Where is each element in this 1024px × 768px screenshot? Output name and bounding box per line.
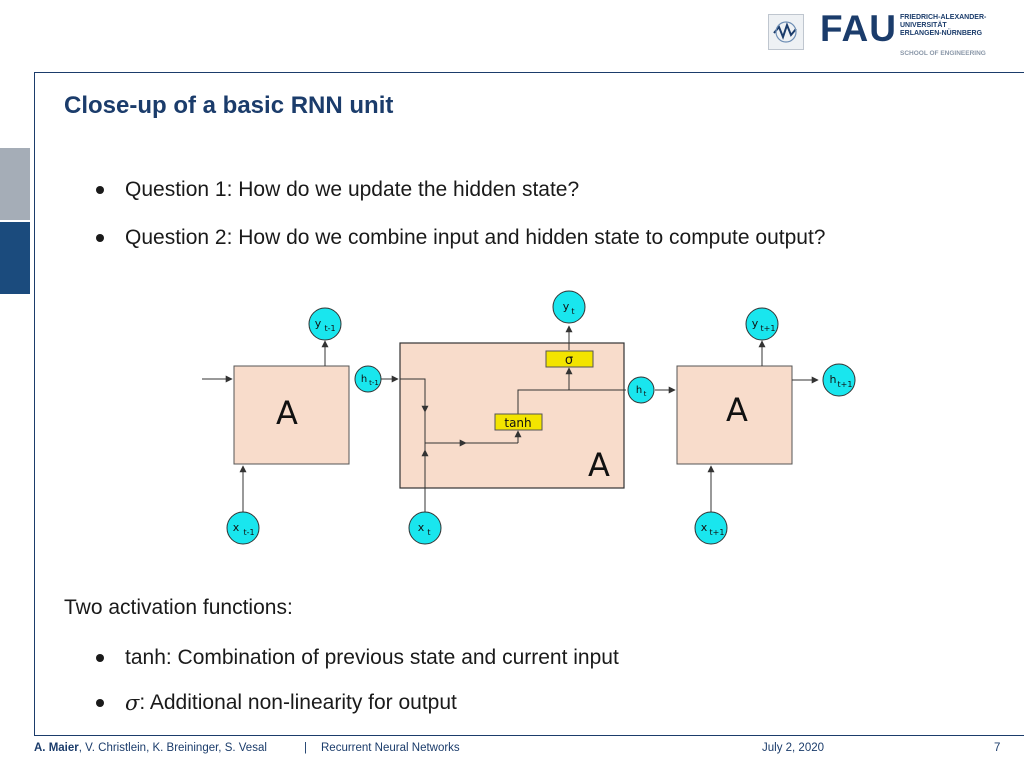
slide-header: FAU FRIEDRICH-ALEXANDER- UNIVERSITÄT ERL… (0, 0, 1024, 72)
footer-authors: A. Maier, V. Christlein, K. Breininger, … (34, 742, 267, 754)
node-subscript: t-1 (324, 324, 335, 333)
node-label: h (830, 373, 837, 386)
connection-lines (202, 325, 819, 515)
footer-page-number: 7 (994, 742, 1001, 754)
rnn-block-left (233, 365, 350, 465)
node-subscript: t (427, 528, 430, 537)
node-subscript: t+1 (838, 380, 853, 389)
node-subscript: t-1 (243, 528, 254, 537)
university-line: FRIEDRICH-ALEXANDER- (900, 14, 987, 21)
bullet-icon (96, 699, 104, 707)
tanh-gate (494, 413, 543, 431)
tanh-out (517, 389, 626, 414)
slide-title: Close-up of a basic RNN unit (64, 92, 394, 119)
slide-footer: A. Maier, V. Christlein, K. Breininger, … (34, 742, 1014, 758)
sigma-symbol: σ (125, 691, 140, 715)
list-item: Question 2: How do we combine input and … (96, 226, 825, 250)
footer-authors-rest: , V. Christlein, K. Breininger, S. Vesal (78, 742, 267, 754)
node-label: y (752, 317, 759, 330)
node-subscript: t (571, 307, 574, 316)
block-label-center: A (588, 446, 610, 484)
footer-course: Recurrent Neural Networks (321, 742, 460, 754)
bullet-text: Question 1: How do we update the hidden … (125, 178, 580, 201)
footer-separator: | (304, 742, 307, 754)
node-label: x (701, 521, 708, 534)
node-label: y (563, 300, 570, 313)
node-label: x (418, 521, 425, 534)
bullet-icon (96, 234, 104, 242)
node-subscript: t+1 (710, 528, 725, 537)
side-tab-blue (0, 222, 30, 294)
node-x-curr: x t (408, 511, 442, 545)
list-item: σ : Additional non-linearity for output (96, 691, 457, 715)
node-label: h (636, 385, 642, 396)
node-h-prev: h t-1 (354, 365, 382, 393)
university-name: FRIEDRICH-ALEXANDER- UNIVERSITÄT ERLANGE… (900, 14, 1020, 38)
slide-frame (34, 72, 1024, 736)
bullet-icon (96, 186, 104, 194)
sigma-gate (545, 350, 594, 368)
bullet-icon (96, 654, 104, 662)
node-subscript: t-1 (369, 379, 379, 387)
node-label: h (361, 374, 367, 385)
node-subscript: t (644, 390, 647, 398)
node-h-next: h t+1 (822, 363, 856, 397)
rnn-block-right (676, 365, 793, 465)
block-label-right: A (726, 391, 748, 429)
fau-emblem-icon (768, 14, 804, 50)
block-label-left: A (276, 394, 298, 432)
fau-logo-wordmark: FAU (820, 8, 897, 49)
node-label: x (233, 521, 240, 534)
list-item: Question 1: How do we update the hidden … (96, 178, 579, 202)
university-line: ERLANGEN-NÜRNBERG (900, 30, 983, 37)
bullet-text: : Additional non-linearity for output (139, 691, 457, 714)
node-h-curr: h t (627, 376, 655, 404)
node-y-curr: y t (552, 290, 586, 324)
bullet-text: Question 2: How do we combine input and … (125, 226, 826, 249)
node-y-next: y t+1 (745, 307, 779, 341)
node-x-prev: x t-1 (226, 511, 260, 545)
sigma-gate-label: σ (565, 353, 573, 368)
bullet-text: tanh: Combination of previous state and … (125, 646, 619, 669)
h-internal-path (400, 378, 426, 443)
section-label: Two activation functions: (64, 596, 293, 619)
node-label: y (315, 317, 322, 330)
tanh-gate-label: tanh (504, 416, 531, 430)
footer-date: July 2, 2020 (762, 742, 825, 754)
university-line: UNIVERSITÄT (900, 22, 947, 29)
fau-emblem-graphic (773, 21, 797, 43)
node-x-next: x t+1 (694, 511, 728, 545)
node-y-prev: y t-1 (308, 307, 342, 341)
school-name: SCHOOL OF ENGINEERING (900, 50, 986, 57)
side-tab-grey (0, 148, 30, 220)
list-item: tanh: Combination of previous state and … (96, 646, 619, 670)
node-subscript: t+1 (761, 324, 776, 333)
footer-author-main: A. Maier (34, 742, 79, 754)
